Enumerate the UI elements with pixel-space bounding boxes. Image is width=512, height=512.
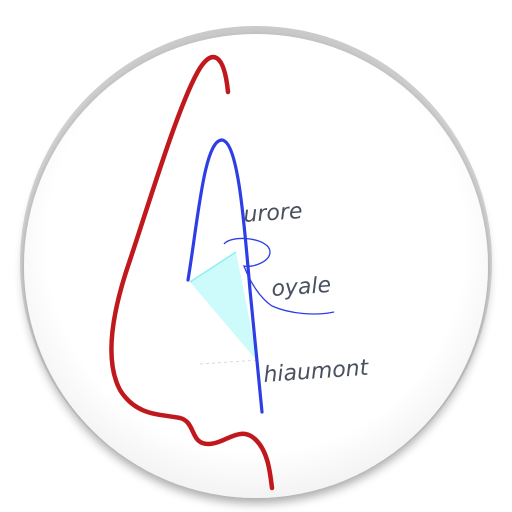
letter-a-crossbar-icon [189,251,237,283]
circle-badge-icon [20,26,492,498]
word-oyale: oyale [271,273,332,302]
letter-r-stroke-icon [223,237,335,315]
word-urore: urore [243,199,304,228]
face-profile-line-icon [109,55,275,491]
triangle-fill [190,252,258,362]
baseline-dash [199,359,261,365]
letter-a-stroke-icon [186,138,264,414]
